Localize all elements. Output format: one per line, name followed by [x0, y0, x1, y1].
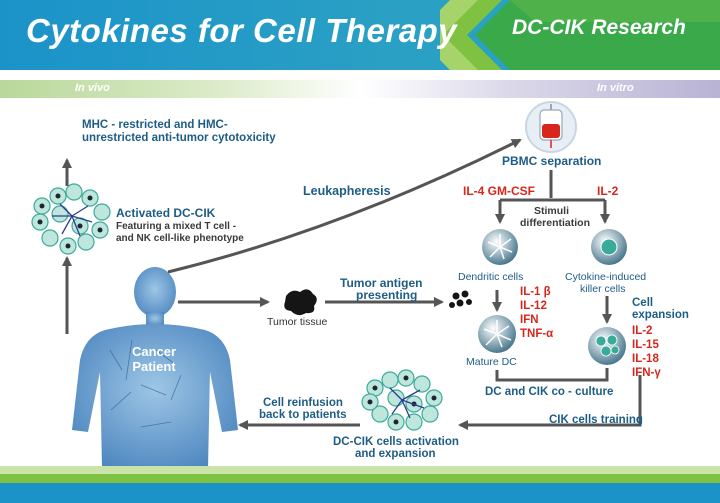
leukapheresis-label: Leukapheresis: [303, 184, 391, 198]
tumor-tissue-icon: [284, 289, 317, 316]
tumor-tissue-label: Tumor tissue: [267, 316, 328, 328]
mature-dc-label: Mature DC: [466, 356, 517, 368]
activated-dc-cik-title: Activated DC-CIK: [116, 206, 216, 220]
patient-label-2: Patient: [132, 359, 176, 374]
dc-cytokine-4: TNF-α: [520, 328, 554, 340]
cik-cytokine-4: IFN-γ: [632, 367, 661, 379]
flow-arrows: [62, 138, 642, 430]
dc-cytokine-2: IL-12: [520, 300, 547, 312]
activated-dc-cik-cluster: [31, 183, 111, 255]
dc-cytokine-3: IFN: [520, 314, 539, 326]
dc-cytokine-1: IL-1 β: [520, 286, 551, 298]
stimuli-line-2: differentiation: [520, 217, 590, 229]
il2-top-label: IL-2: [597, 184, 619, 198]
cik-cytokine-2: IL-15: [632, 339, 659, 351]
tumor-antigen-line-2: presenting: [356, 288, 418, 302]
coculture-merge-line: [495, 368, 609, 382]
cik-cell-icon: [591, 229, 627, 265]
mhc-line-2: unrestricted anti-tumor cytotoxicity: [82, 132, 276, 144]
mature-dc-icon: [478, 315, 516, 353]
coculture-label: DC and CIK co - culture: [485, 386, 614, 398]
activation-line-1: DC-CIK cells activation: [333, 436, 459, 448]
dendritic-label: Dendritic cells: [458, 271, 524, 283]
cik-cytokine-3: IL-18: [632, 353, 659, 365]
page-title: Cytokines for Cell Therapy: [26, 12, 458, 49]
header-chevron-decoration: [440, 0, 720, 70]
antigen-dots: [449, 290, 472, 308]
arrow-cik-training: [458, 375, 642, 430]
footer-stripes: [0, 466, 720, 503]
brand-label: DC-CIK Research: [512, 16, 686, 39]
pbmc-label: PBMC separation: [502, 154, 602, 168]
arrow-leukapheresis: [167, 138, 522, 274]
in-vitro-label: In vitro: [597, 82, 634, 94]
activation-line-2: and expansion: [355, 448, 436, 460]
cik-cytokine-1: IL-2: [632, 325, 653, 337]
cik-label-1: Cytokine-induced: [565, 271, 647, 283]
expansion-line-2: expansion: [632, 309, 689, 321]
cik-training-label: CIK cells training: [549, 414, 643, 426]
reinfusion-line-1: Cell reinfusion: [263, 397, 343, 409]
expanded-cik-icon: [588, 327, 626, 365]
mhc-line-1: MHC - restricted and HMC-: [82, 119, 228, 131]
il4-gmcsf-label: IL-4 GM-CSF: [463, 184, 535, 198]
reinfusion-line-2: back to patients: [259, 409, 347, 421]
activated-desc-1: Featuring a mixed T cell -: [116, 221, 237, 232]
in-vivo-band: In vivo: [0, 80, 362, 98]
dendritic-cell-icon: [482, 229, 518, 265]
patient-silhouette: [72, 267, 238, 468]
dc-cik-expansion-cluster: [361, 369, 443, 431]
stimuli-line-1: Stimuli: [534, 205, 570, 217]
patient-label-1: Cancer: [131, 344, 177, 359]
blood-bag-icon: [525, 101, 577, 153]
cik-label-2: killer cells: [580, 283, 626, 295]
in-vitro-band: In vitro: [362, 80, 720, 98]
tumor-antigen-line-1: Tumor antigen: [340, 276, 423, 290]
expansion-line-1: Cell: [632, 297, 654, 309]
in-vivo-label: In vivo: [75, 82, 110, 94]
activated-desc-2: and NK cell-like phenotype: [116, 233, 244, 244]
